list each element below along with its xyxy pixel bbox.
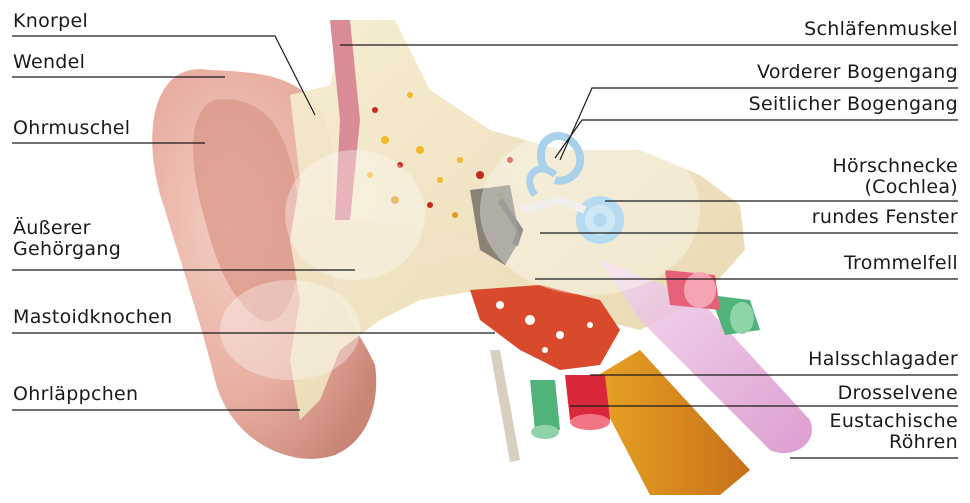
label-seitlicher-bogengang: Seitlicher Bogengang bbox=[749, 93, 958, 115]
label-vorderer-bogengang: Vorderer Bogengang bbox=[757, 61, 958, 83]
label-rundes-fenster: rundes Fenster bbox=[812, 206, 958, 228]
label-halsschlagader: Halsschlagader bbox=[808, 348, 958, 370]
label-hoerschnecke: Hörschnecke (Cochlea) bbox=[832, 156, 958, 198]
label-schlaefenmuskel: Schläfenmuskel bbox=[804, 18, 958, 40]
label-drosselvene: Drosselvene bbox=[838, 382, 958, 404]
label-ohrmuschel: Ohrmuschel bbox=[13, 117, 130, 139]
label-wendel: Wendel bbox=[13, 51, 85, 73]
label-eustachische-roehren: Eustachische Röhren bbox=[830, 411, 958, 453]
label-mastoidknochen: Mastoidknochen bbox=[13, 306, 172, 328]
label-ohrlaeppchen: Ohrläppchen bbox=[13, 383, 138, 405]
label-knorpel: Knorpel bbox=[13, 10, 88, 32]
label-aeusserer-gehoergang: Äußerer Gehörgang bbox=[13, 218, 121, 260]
styloid-shape bbox=[490, 350, 520, 462]
label-trommelfell: Trommelfell bbox=[844, 252, 958, 274]
